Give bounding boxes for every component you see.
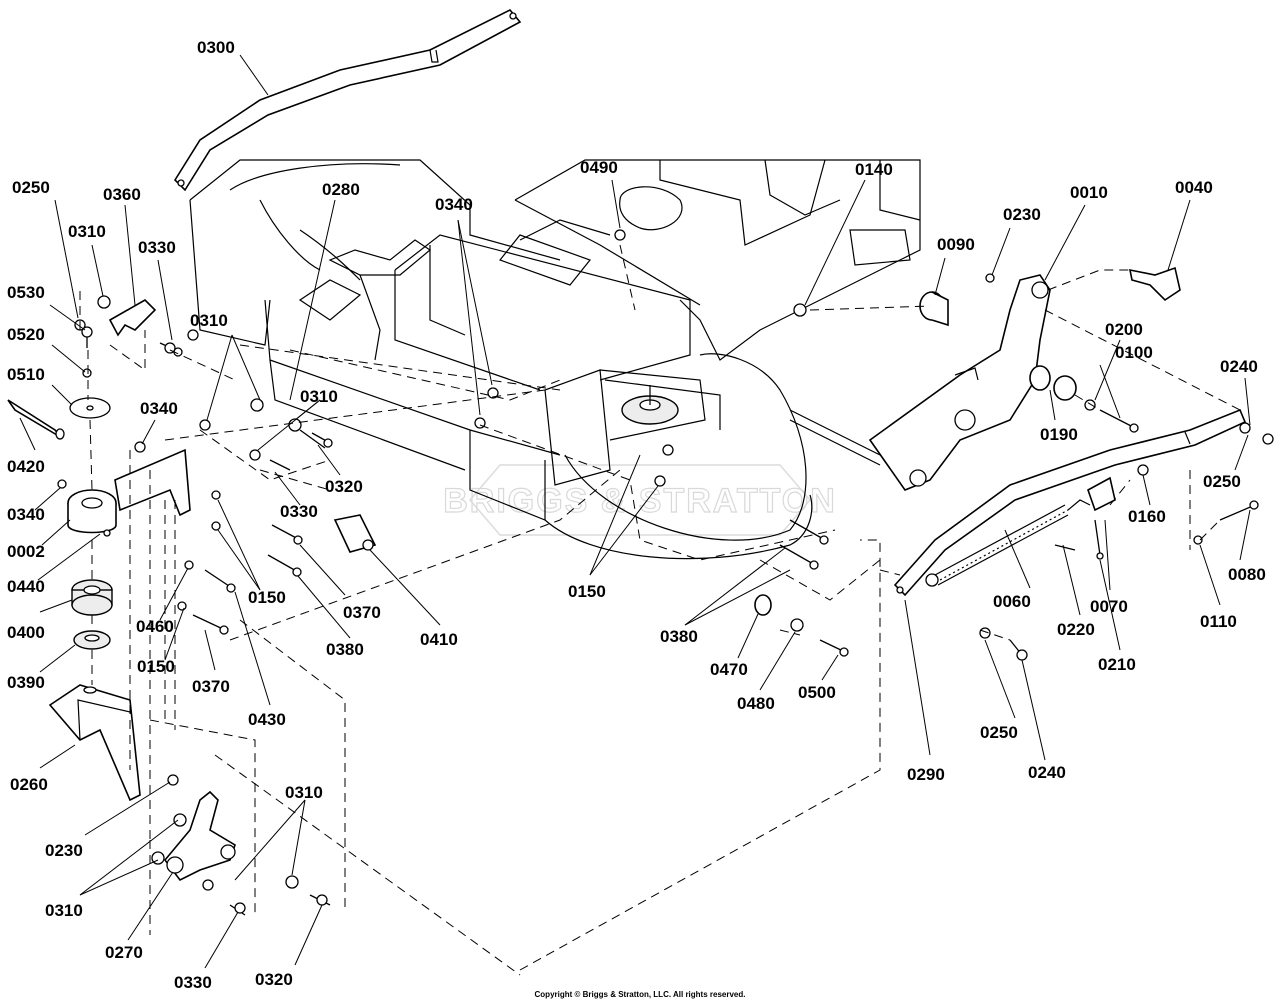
label-0290: 0290 — [907, 765, 945, 784]
mower-deck-frame — [189, 159, 921, 560]
label-0380: 0380 — [326, 640, 364, 659]
part-0002-pivot-bracket — [67, 448, 191, 537]
part-0360-clip — [108, 299, 157, 337]
label-0260: 0260 — [10, 775, 48, 794]
label-0310: 0310 — [45, 901, 83, 920]
part-0470-spacer — [754, 594, 772, 616]
label-0300: 0300 — [197, 38, 235, 57]
label-0410: 0410 — [420, 630, 458, 649]
label-0320: 0320 — [255, 970, 293, 989]
label-0070: 0070 — [1090, 597, 1128, 616]
label-0060: 0060 — [993, 592, 1031, 611]
part-0390-bearing — [73, 630, 111, 650]
label-0330: 0330 — [138, 238, 176, 257]
label-0230: 0230 — [1003, 205, 1041, 224]
part-0060-spring — [925, 499, 1091, 587]
label-0100: 0100 — [1115, 343, 1153, 362]
label-0310: 0310 — [285, 783, 323, 802]
label-0250: 0250 — [1203, 472, 1241, 491]
label-0480: 0480 — [737, 694, 775, 713]
label-0010: 0010 — [1070, 183, 1108, 202]
label-0430: 0430 — [248, 710, 286, 729]
label-0210: 0210 — [1098, 655, 1136, 674]
label-0080: 0080 — [1228, 565, 1266, 584]
part-0420-rod — [7, 399, 65, 440]
label-0200: 0200 — [1105, 320, 1143, 339]
label-0150: 0150 — [568, 582, 606, 601]
label-0420: 0420 — [7, 457, 45, 476]
watermark-text: BRIGGS & STRATTON — [443, 482, 837, 520]
label-0530: 0530 — [7, 283, 45, 302]
assembly-dashed-lines — [79, 244, 1241, 976]
label-0330: 0330 — [174, 973, 212, 992]
label-0460: 0460 — [136, 617, 174, 636]
label-0002: 0002 — [7, 542, 45, 561]
part-0190-bushing — [1029, 365, 1077, 401]
label-0250: 0250 — [980, 723, 1018, 742]
label-0320: 0320 — [325, 477, 363, 496]
label-0440: 0440 — [7, 577, 45, 596]
label-0270: 0270 — [105, 943, 143, 962]
part-0290-lift-bar — [893, 408, 1247, 597]
label-0040: 0040 — [1175, 178, 1213, 197]
label-0470: 0470 — [710, 660, 748, 679]
label-0310: 0310 — [68, 222, 106, 241]
label-0370: 0370 — [343, 603, 381, 622]
label-0390: 0390 — [7, 673, 45, 692]
label-0110: 0110 — [1200, 612, 1237, 631]
part-0040-knob — [1128, 266, 1181, 302]
label-0500: 0500 — [798, 683, 836, 702]
part-0400-bearing — [71, 579, 113, 616]
leader-lines — [19, 54, 1251, 969]
label-0340: 0340 — [7, 505, 45, 524]
part-0090-bushing — [919, 291, 949, 327]
part-0070-clevis — [1087, 476, 1116, 512]
label-0370: 0370 — [192, 677, 230, 696]
watermark: BRIGGS & STRATTON — [443, 464, 837, 536]
label-0340: 0340 — [140, 399, 178, 418]
part-0410-handle — [333, 514, 377, 553]
label-0240: 0240 — [1220, 357, 1258, 376]
label-0230: 0230 — [45, 841, 83, 860]
label-0520: 0520 — [7, 325, 45, 344]
label-0490: 0490 — [580, 158, 618, 177]
label-0280: 0280 — [322, 180, 360, 199]
label-0250: 0250 — [12, 178, 50, 197]
label-0140: 0140 — [855, 160, 893, 179]
label-0510: 0510 — [7, 365, 45, 384]
label-0240: 0240 — [1028, 763, 1066, 782]
label-0310: 0310 — [300, 387, 338, 406]
label-0150: 0150 — [248, 588, 286, 607]
label-0400: 0400 — [7, 623, 45, 642]
label-0330: 0330 — [280, 502, 318, 521]
label-0160: 0160 — [1128, 507, 1166, 526]
part-labels: 0300 0250 0360 0310 0330 0280 0340 0490 … — [7, 38, 1266, 992]
label-0090: 0090 — [937, 235, 975, 254]
hardware-washers-nuts — [57, 229, 1251, 914]
copyright-notice: Copyright © Briggs & Stratton, LLC. All … — [534, 990, 746, 999]
part-0510-washer — [69, 397, 111, 419]
part-0270-idler-arm — [163, 790, 236, 882]
label-0310: 0310 — [190, 311, 228, 330]
label-0340: 0340 — [435, 195, 473, 214]
label-0150: 0150 — [137, 657, 175, 676]
label-0220: 0220 — [1057, 620, 1095, 639]
part-0300-lift-bar — [173, 9, 522, 192]
label-0190: 0190 — [1040, 425, 1078, 444]
label-0360: 0360 — [103, 185, 141, 204]
part-0260-bracket — [48, 684, 141, 802]
label-0380: 0380 — [660, 627, 698, 646]
